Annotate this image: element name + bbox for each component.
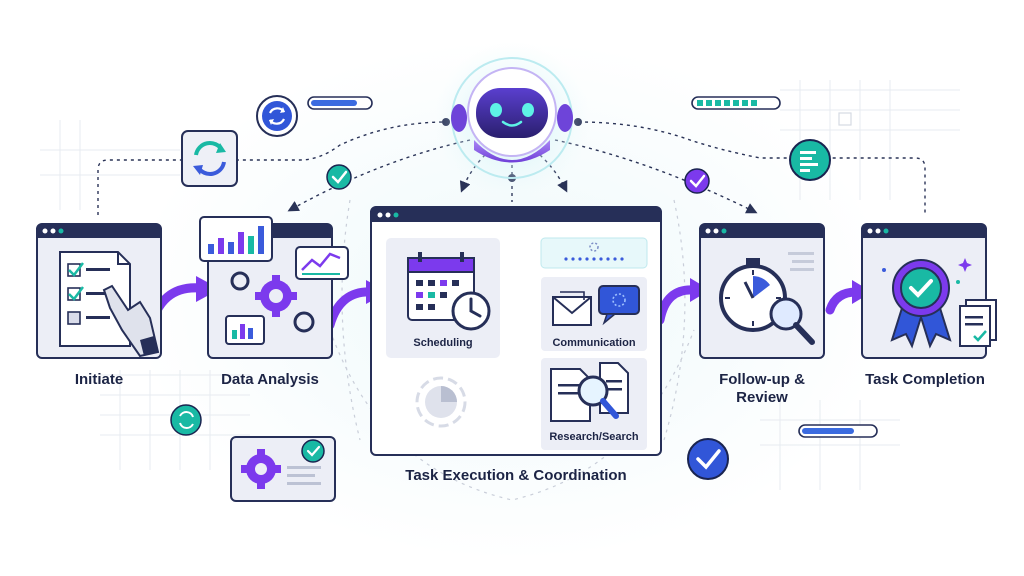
envelope-icon <box>552 291 592 326</box>
sparkle-icon <box>958 258 972 272</box>
robot-icon <box>434 42 590 198</box>
background-grid-right <box>760 80 960 490</box>
checklist-icon <box>59 251 131 347</box>
refresh-icon <box>256 95 298 137</box>
stage-label-initiate: Initiate <box>74 371 124 388</box>
chat-bubble-icon <box>598 285 640 326</box>
document-icon <box>959 299 997 347</box>
loading-dots <box>564 257 624 261</box>
stage-label-task-execution: Task Execution & Coordination <box>405 467 627 484</box>
subtask-label-communication: Communication <box>552 337 636 349</box>
clock-icon <box>451 291 491 331</box>
task-execution-window <box>370 206 662 456</box>
stage-label-follow-up-line2: Review <box>736 389 788 406</box>
data-analysis-window <box>199 216 349 359</box>
progress-bar-bottom-right <box>798 424 878 438</box>
sync-icon <box>170 404 202 436</box>
line-chart-icon <box>295 246 349 280</box>
bar-chart-icon <box>225 315 265 345</box>
gear-icon <box>230 271 315 333</box>
progress-bar-top-left <box>307 96 373 110</box>
stage-label-data-analysis: Data Analysis <box>221 371 319 388</box>
bar-chart-icon <box>199 216 273 262</box>
task-completion-window <box>861 223 997 359</box>
list-icon <box>789 139 831 181</box>
progress-bar-top-right <box>691 96 781 110</box>
initiate-window <box>36 223 162 359</box>
subtask-label-scheduling: Scheduling <box>413 337 473 349</box>
pie-chart-icon <box>415 376 467 428</box>
magnifier-icon <box>577 375 619 419</box>
background-grid-left <box>40 120 250 470</box>
stage-label-follow-up-line1: Follow-up & <box>719 371 805 388</box>
stage-label-task-completion: Task Completion <box>865 371 985 388</box>
check-icon <box>687 438 729 480</box>
stopwatch-icon <box>719 258 787 332</box>
follow-up-window <box>699 223 825 359</box>
subtask-label-research: Research/Search <box>549 431 639 443</box>
award-badge-icon <box>890 259 952 349</box>
sync-icon <box>181 130 238 187</box>
gear-icon <box>230 436 336 502</box>
loading-spinner <box>589 242 599 252</box>
check-icon <box>326 164 352 190</box>
check-icon <box>684 168 710 194</box>
robot-hand-icon <box>102 284 160 358</box>
magnifier-icon <box>769 297 815 345</box>
